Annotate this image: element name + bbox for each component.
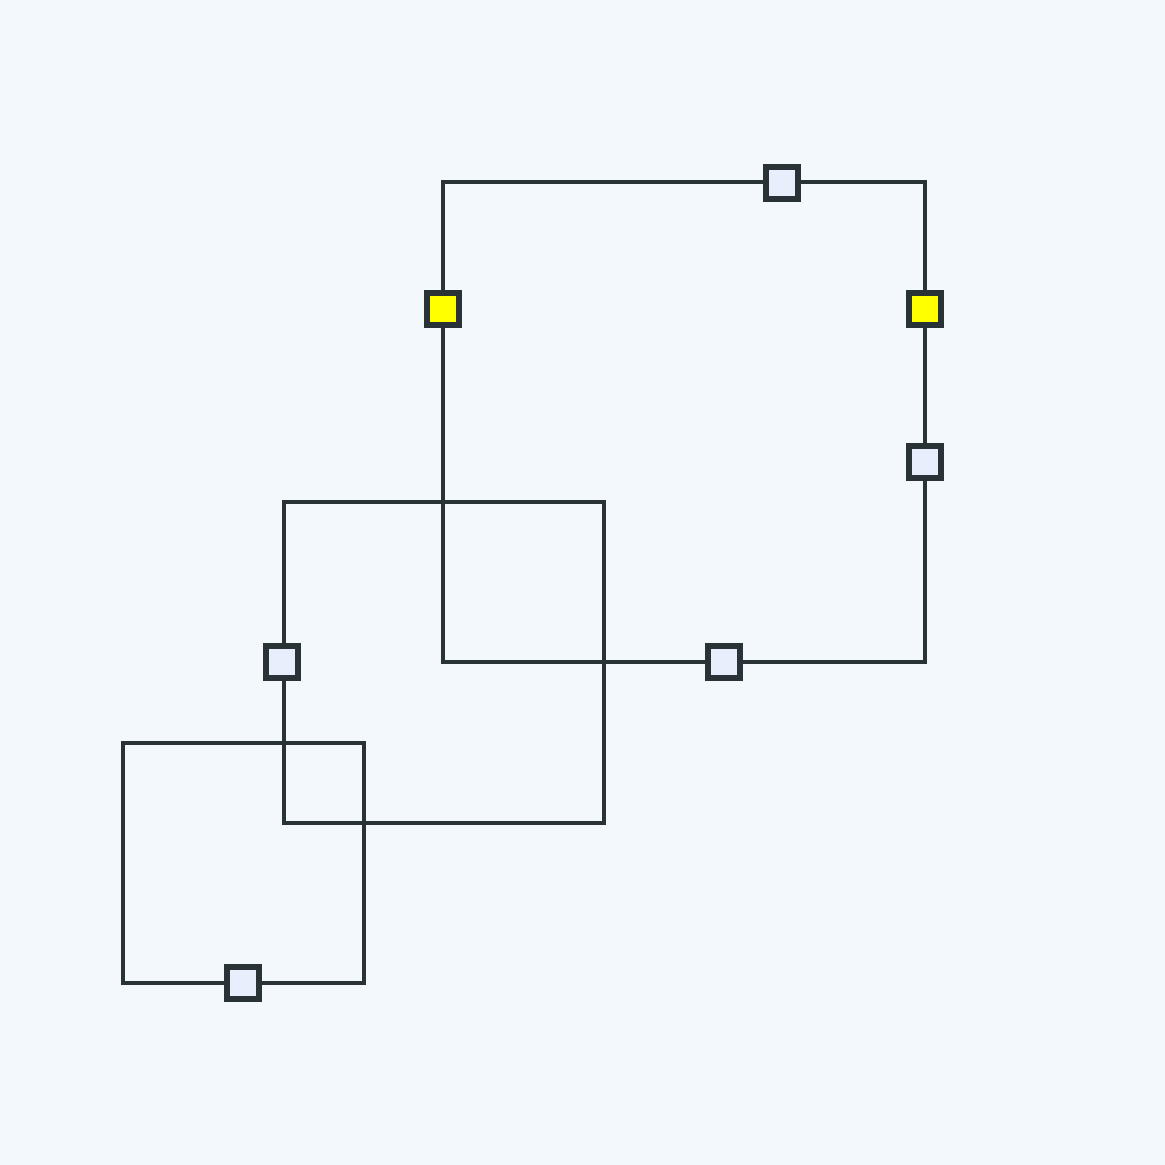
node-large-right-upper[interactable] (906, 290, 944, 328)
node-large-left[interactable] (424, 290, 462, 328)
node-small-bottom[interactable] (224, 964, 262, 1002)
node-large-right-lower[interactable] (906, 443, 944, 481)
large-square (441, 180, 927, 664)
node-large-bottom[interactable] (705, 643, 743, 681)
node-middle-left[interactable] (263, 643, 301, 681)
node-large-top[interactable] (763, 164, 801, 202)
